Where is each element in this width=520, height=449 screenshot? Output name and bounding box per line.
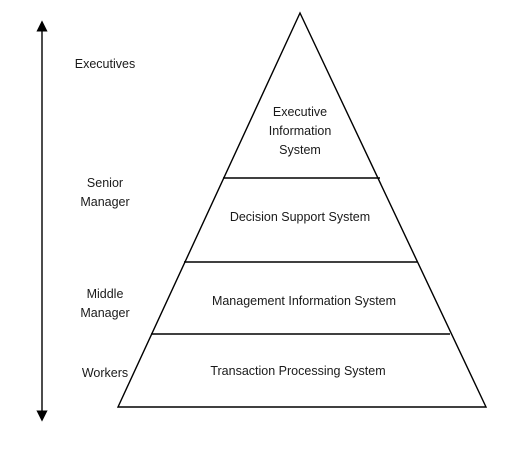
tier-label-eis: Executive Information System — [268, 105, 332, 157]
role-label-executives: Executives — [74, 57, 136, 71]
pyramid-outline — [116, 11, 488, 408]
tier-label-tps: Transaction Processing System — [210, 364, 386, 378]
role-label-workers: Workers — [81, 366, 129, 380]
role-label-senior-manager: Senior Manager — [80, 176, 130, 209]
tier-label-dss: Decision Support System — [229, 210, 371, 224]
tier-label-mis: Management Information System — [211, 294, 397, 308]
role-label-middle-manager: Middle Manager — [80, 287, 130, 320]
